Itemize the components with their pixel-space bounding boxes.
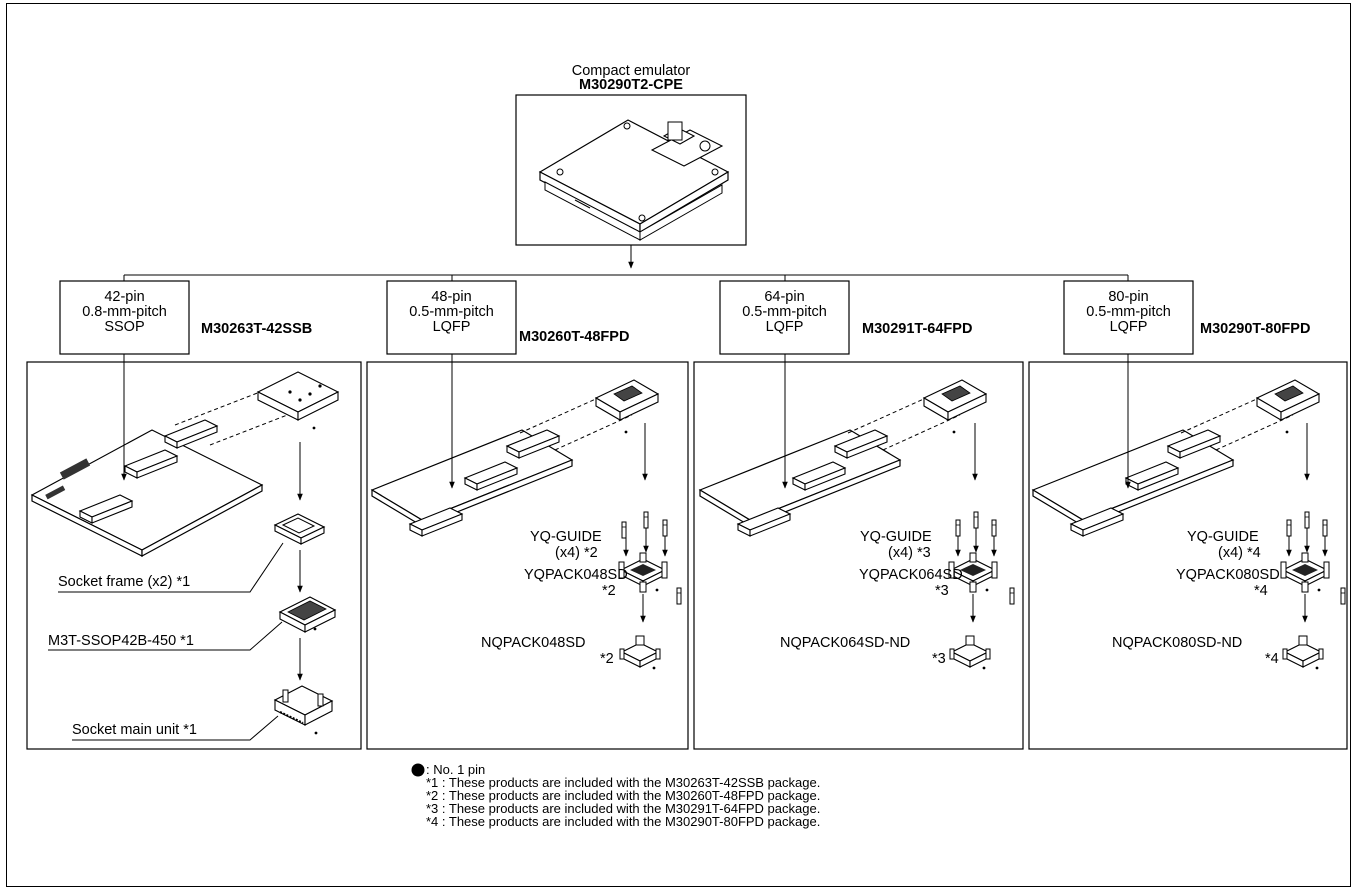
p4-nq-note: *4 xyxy=(1265,652,1279,667)
p2-yq-note: *2 xyxy=(602,584,616,599)
p2-yqpack: YQPACK048SD xyxy=(524,568,628,583)
p3-yqpack: YQPACK064SD xyxy=(859,568,963,583)
box3-package: LQFP xyxy=(720,320,849,335)
p4-nqpack: NQPACK080SD-ND xyxy=(1112,636,1242,651)
box3-pitch: 0.5-mm-pitch xyxy=(720,305,849,320)
p3-nq-note: *3 xyxy=(932,652,946,667)
ssop-adapter-drawing xyxy=(32,372,338,734)
p2-nqpack: NQPACK048SD xyxy=(481,636,586,651)
p4-yqpack: YQPACK080SD xyxy=(1176,568,1280,583)
box2-pins: 48-pin xyxy=(387,290,516,305)
p2-nq-note: *2 xyxy=(600,652,614,667)
box4-package: LQFP xyxy=(1064,320,1193,335)
box1-model: M30263T-42SSB xyxy=(201,322,312,337)
box2-package: LQFP xyxy=(387,320,516,335)
p3-guide-qty: (x4) *3 xyxy=(888,546,931,561)
box4-pins: 80-pin xyxy=(1064,290,1193,305)
box2-model: M30260T-48FPD xyxy=(519,330,629,345)
box3-pins: 64-pin xyxy=(720,290,849,305)
lqfp48-drawing xyxy=(372,380,681,669)
p3-nqpack: NQPACK064SD-ND xyxy=(780,636,910,651)
box2-pitch: 0.5-mm-pitch xyxy=(387,305,516,320)
box4-pitch: 0.5-mm-pitch xyxy=(1064,305,1193,320)
pin1-legend-dot xyxy=(412,764,425,777)
p3-yq-note: *3 xyxy=(935,584,949,599)
emulator-model: M30290T2-CPE xyxy=(516,78,746,93)
lqfp64-drawing xyxy=(700,380,1014,669)
ssop-adapter-label: M3T-SSOP42B-450 *1 xyxy=(48,634,194,649)
footnote-4: *4 : These products are included with th… xyxy=(426,816,820,829)
box1-pins: 42-pin xyxy=(60,290,189,305)
box4-model: M30290T-80FPD xyxy=(1200,322,1310,337)
box1-pitch: 0.8-mm-pitch xyxy=(60,305,189,320)
p4-guide: YQ-GUIDE xyxy=(1187,530,1259,545)
box1-package: SSOP xyxy=(60,320,189,335)
p4-yq-note: *4 xyxy=(1254,584,1268,599)
socket-frame-label: Socket frame (x2) *1 xyxy=(58,575,190,590)
p4-guide-qty: (x4) *4 xyxy=(1218,546,1261,561)
p2-guide: YQ-GUIDE xyxy=(530,530,602,545)
p3-guide: YQ-GUIDE xyxy=(860,530,932,545)
lqfp80-drawing xyxy=(1033,380,1345,669)
p2-guide-qty: (x4) *2 xyxy=(555,546,598,561)
socket-main-label: Socket main unit *1 xyxy=(72,723,197,738)
box3-model: M30291T-64FPD xyxy=(862,322,972,337)
